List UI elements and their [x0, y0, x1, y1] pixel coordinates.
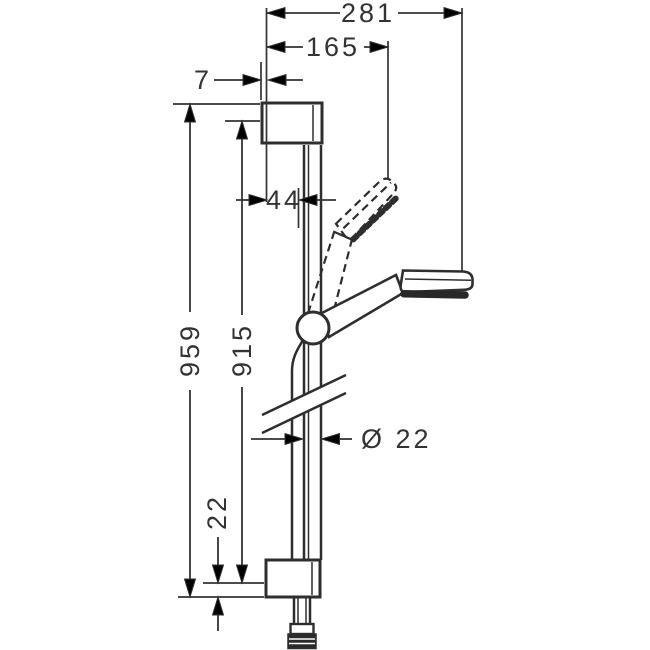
hose-ferrule	[289, 622, 315, 636]
hose-nut	[287, 633, 317, 650]
dim-44	[236, 193, 336, 207]
product-artwork	[260, 101, 474, 650]
label-281: 281	[341, 0, 395, 28]
hand-shower	[318, 269, 474, 339]
dim-diameter-22	[251, 432, 352, 446]
arrowhead	[284, 432, 305, 446]
arrowhead	[242, 73, 263, 87]
dim-959	[183, 102, 197, 599]
bottom-wall-bracket	[264, 558, 322, 599]
rail-holder	[295, 310, 331, 346]
arrowhead	[248, 193, 269, 207]
dashed-head	[334, 177, 398, 240]
arrowhead	[265, 6, 286, 20]
arrowhead	[183, 578, 197, 599]
dashed-neck-line	[333, 230, 353, 241]
dim-165	[265, 40, 390, 54]
label-44: 44	[266, 185, 302, 215]
label-165: 165	[306, 32, 360, 62]
label-915: 915	[227, 323, 257, 377]
hand-shower-handle	[318, 273, 405, 339]
dim-7	[214, 73, 303, 87]
dimension-lines	[173, 6, 464, 631]
arrowhead	[319, 432, 340, 446]
label-959: 959	[175, 323, 205, 377]
slide-rail	[302, 145, 323, 560]
arrowhead	[235, 119, 249, 140]
arrowhead	[183, 102, 197, 123]
break-mark	[261, 373, 347, 435]
spray-face	[400, 290, 469, 299]
hand-shower-head	[399, 269, 474, 294]
arrowhead	[265, 40, 286, 54]
hose-curve	[290, 339, 305, 372]
dim-281	[265, 6, 464, 20]
dim-22	[211, 537, 225, 631]
arrowhead	[266, 73, 287, 87]
hose-outlet	[287, 597, 317, 650]
label-7: 7	[194, 65, 212, 95]
top-wall-bracket	[260, 101, 324, 145]
arrowhead	[369, 40, 390, 54]
dim-915	[235, 119, 249, 585]
arrowhead	[297, 193, 318, 207]
arrowhead	[211, 595, 225, 616]
dimension-labels: 281 165 7 44 Ø 22 959 915 22	[175, 0, 432, 530]
shower-hose-upper	[290, 339, 305, 560]
label-22: 22	[202, 494, 232, 530]
head-inner-line	[404, 278, 472, 281]
arrowhead	[211, 564, 225, 585]
dashed-spray-face	[350, 194, 401, 243]
arrowhead	[235, 564, 249, 585]
label-diameter-22: Ø 22	[361, 424, 432, 454]
dashed-head-inner-line	[342, 181, 392, 230]
arrowhead	[443, 6, 464, 20]
